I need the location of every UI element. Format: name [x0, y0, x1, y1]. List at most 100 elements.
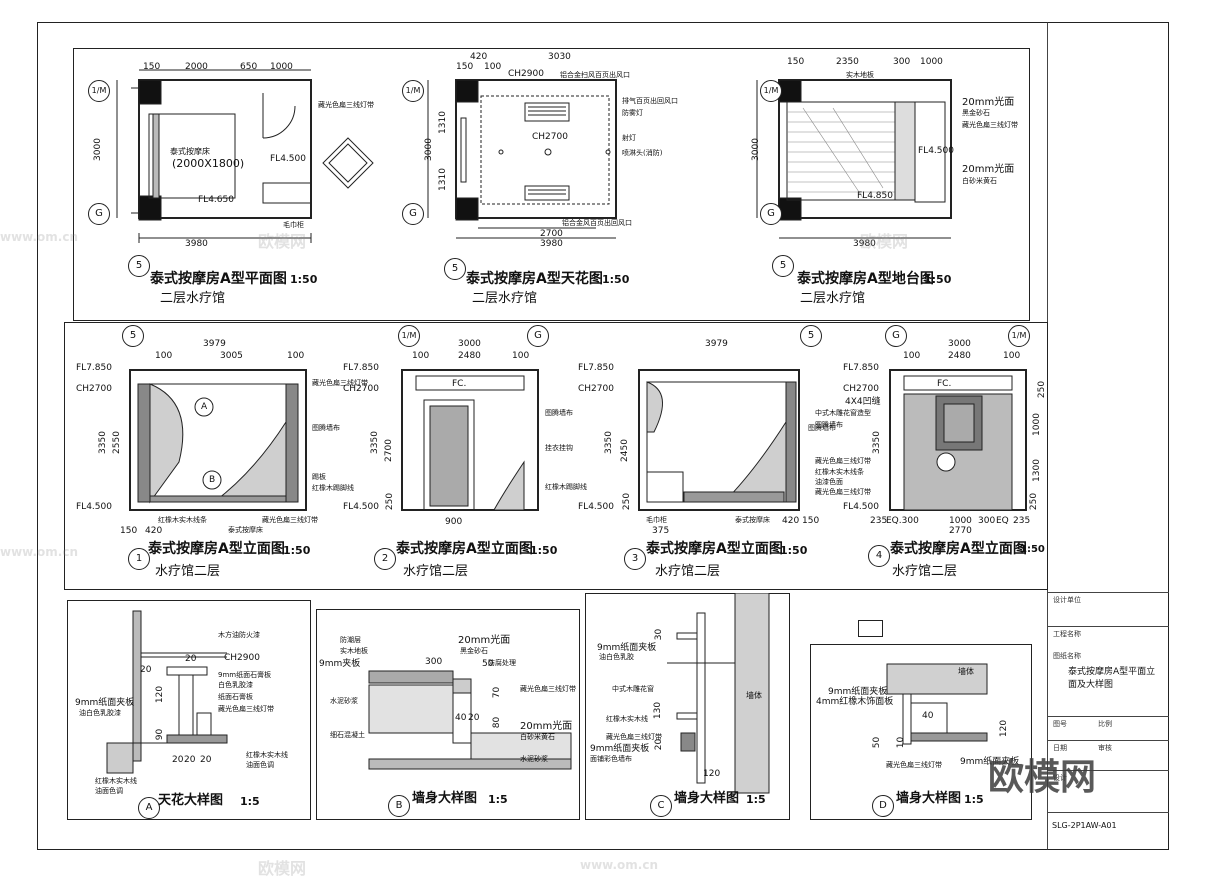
- detB-label-14: 20mm光面: [520, 721, 573, 732]
- tb-row-designer: 设计: [1053, 774, 1067, 782]
- detB-dim-20: 20: [468, 713, 480, 723]
- plan3-dim-150: 150: [787, 57, 805, 67]
- detD-label-8: 9mm纸面夹板: [960, 757, 1020, 767]
- plan1-dim-1000: 1000: [270, 62, 293, 72]
- watermark-logo-3: 欧模网: [258, 859, 307, 878]
- detB-label-4: 9mm夹板: [319, 659, 361, 669]
- detB-dim-300: 300: [425, 657, 443, 667]
- plan3-axis-bottom: G: [760, 203, 782, 225]
- plan2-dim-100: 100: [484, 62, 502, 72]
- elevation-3-geometry: [638, 369, 800, 511]
- elevation-4-geometry: [889, 369, 1027, 511]
- plan-3-geometry: [756, 79, 952, 239]
- elev4-dim-total: 3000: [948, 339, 971, 349]
- elev1-dim-c: 100: [287, 351, 305, 361]
- elev1-level-ch2700: CH2700: [76, 384, 112, 394]
- elevation-2-geometry: [401, 369, 539, 511]
- elev4-num: 4: [868, 545, 890, 567]
- plan1-subtitle: 二层水疗馆: [160, 291, 226, 306]
- elev3-dim-left-a: 3350: [603, 431, 614, 454]
- elev3-level-ch2700: CH2700: [578, 384, 614, 394]
- elev4-title: 泰式按摩房A型立面图: [890, 541, 1027, 557]
- plan2-label-ch2700: CH2700: [532, 132, 568, 142]
- detail-a-frame: [67, 600, 311, 820]
- detB-label-3: 黑金砂石: [460, 647, 488, 655]
- detB-scale: 1:5: [488, 793, 508, 806]
- elev3-label-wallcloth: 图腾墙布: [808, 424, 836, 432]
- plan3-label-20mm-b: 20mm光面: [962, 164, 1015, 175]
- elev4-label-window: 中式木雕花窗造型: [815, 409, 871, 417]
- detA-dim-20c: 20: [172, 755, 184, 765]
- tb-row-date: 日期: [1053, 744, 1067, 752]
- detD-label-2: 墙体: [958, 667, 974, 676]
- detA-label-7: 油面色调: [246, 761, 274, 769]
- elevation-drawings: [129, 369, 1027, 511]
- detB-title: 墙身大样图: [412, 791, 478, 806]
- plan2-title: 泰式按摩房A型天花图: [466, 271, 603, 287]
- detA-label-9: 油白色乳胶漆: [79, 709, 121, 717]
- plan3-label-wood: 实木地板: [846, 71, 874, 79]
- elev4-dim-a: 100: [903, 351, 921, 361]
- elev1-dim-150: 150: [120, 526, 138, 536]
- elev4-label-light: 藏光色扁三线灯带: [815, 457, 871, 465]
- elev4-dim-300: 300: [978, 516, 996, 526]
- elev1-subtitle: 水疗馆二层: [155, 564, 221, 579]
- plan2-dim-left: 3000: [423, 138, 434, 161]
- elev4-subtitle: 水疗馆二层: [892, 564, 958, 579]
- elev1-label-bed: 泰式按摩床: [228, 526, 263, 534]
- elev1-title: 泰式按摩房A型立面图: [148, 541, 285, 557]
- tb-name: 泰式按摩房A型平面立面及大样图: [1068, 667, 1156, 690]
- plan3-dim-2350: 2350: [836, 57, 859, 67]
- detC-label-4: 红橡木实木线: [606, 715, 648, 723]
- plan1-label-bed-size: (2000X1800): [172, 157, 245, 170]
- detD-label-0: 9mm纸面夹板: [828, 687, 888, 697]
- detB-dim-70: 70: [492, 686, 503, 699]
- detA-label-2: 9mm纸面石膏板: [218, 671, 272, 679]
- detC-dim-30: 30: [654, 628, 665, 641]
- elev4-level-fl4500: FL4.500: [843, 502, 879, 512]
- plan2-label-sprinkler: 喷淋头(消防): [622, 149, 663, 157]
- plan3-axis-top: 1/M: [760, 80, 782, 102]
- tb-divider-2: [1047, 626, 1169, 627]
- watermark-logo-1: 欧模网: [258, 232, 307, 251]
- elev4-level-ch2700: CH2700: [843, 384, 879, 394]
- elev2-level-fl4500: FL4.500: [343, 502, 379, 512]
- elev4-dim-1000: 1000: [949, 516, 972, 526]
- plan3-label-light: 藏光色扁三线灯带: [962, 121, 1018, 129]
- detD-dim-10: 10: [896, 736, 907, 749]
- detA-dim-20d: 20: [184, 755, 196, 765]
- detA-dim-90: 90: [155, 728, 166, 741]
- elev3-dim-420: 420: [782, 516, 800, 526]
- plan1-label-bed: 泰式按摩床: [170, 147, 210, 156]
- watermark-logo-main: 欧模网: [988, 757, 1097, 798]
- detB-label-0: 防潮层: [340, 636, 361, 644]
- elev1-label-kick: 踢板: [312, 473, 326, 481]
- tb-divider-3: [1047, 716, 1169, 717]
- detA-label-8: 9mm纸面夹板: [75, 698, 135, 708]
- elev1-axis: 5: [122, 325, 144, 347]
- plan2-axis-top: 1/M: [402, 80, 424, 102]
- detail-d-frame: [810, 644, 1032, 820]
- detD-label-7: 藏光色扁三线灯带: [886, 761, 942, 769]
- tb-row-scale: 比例: [1098, 720, 1112, 728]
- plan3-dim-300: 300: [893, 57, 911, 67]
- elev2-dim-left-c: 250: [385, 492, 396, 511]
- detC-title: 墙身大样图: [674, 791, 740, 806]
- detC-scale: 1:5: [746, 793, 766, 806]
- elev4-dim-235b: 235: [1013, 516, 1031, 526]
- elev2-subtitle: 水疗馆二层: [403, 564, 469, 579]
- plan2-label-vent-top: 铝合金扫风百页出风口: [560, 71, 630, 79]
- detA-letter: A: [138, 797, 160, 819]
- detC-label-6: 9mm纸面夹板: [590, 744, 650, 754]
- detA-title: 天花大样图: [158, 793, 224, 808]
- plan1-scale: 1:50: [290, 273, 318, 286]
- small-box: [858, 620, 883, 637]
- detail-b-geometry: [368, 670, 572, 770]
- elev1-dim-b: 3005: [220, 351, 243, 361]
- plan3-scale: 1:50: [924, 273, 952, 286]
- elev3-level-fl7850: FL7.850: [578, 363, 614, 373]
- elev1-num: 1: [128, 548, 150, 570]
- elevation-1-geometry: [129, 369, 307, 511]
- watermark-url-1: www.om.cn: [0, 230, 79, 244]
- plan1-dim-2000: 2000: [185, 62, 208, 72]
